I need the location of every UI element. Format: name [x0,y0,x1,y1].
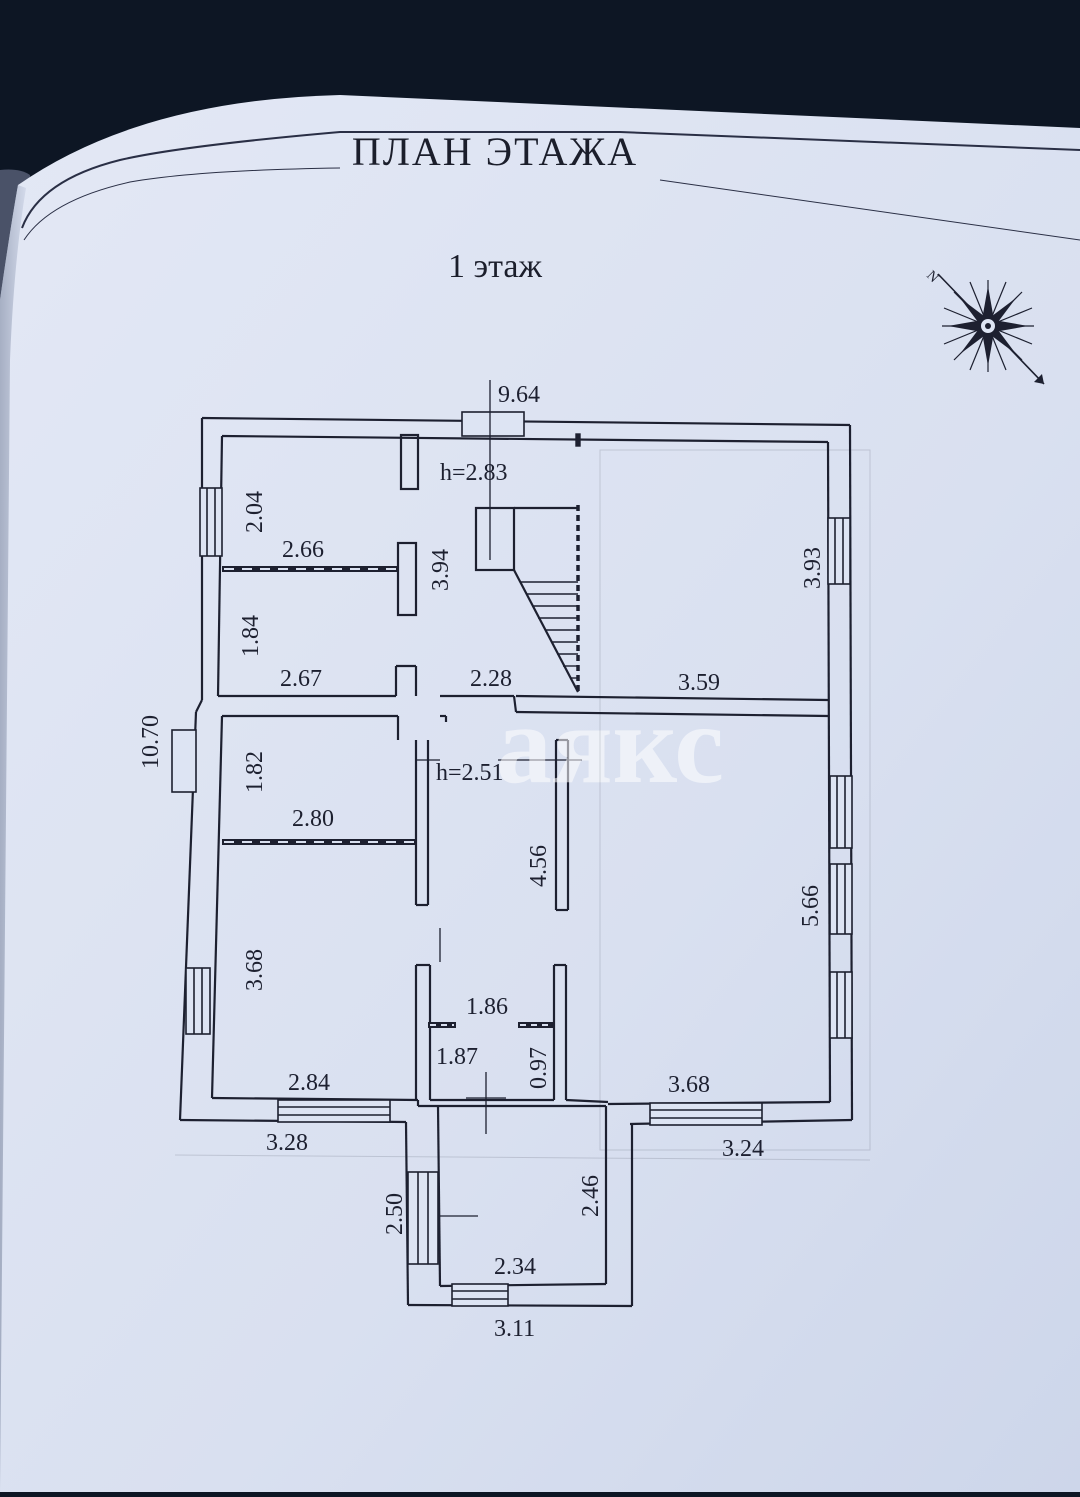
dim-2-50: 2.50 [382,1193,408,1235]
dim-ceiling-height-top: h=2.83 [440,460,508,486]
dim-ceiling-height-bottom: h=2.51 [436,760,504,786]
dim-3-11: 3.11 [494,1316,535,1342]
dim-2-34: 2.34 [494,1254,536,1280]
dim-3-68-right: 3.68 [668,1072,710,1098]
light-partitions [222,566,554,1028]
dim-2-67: 2.67 [280,666,322,692]
page-frame [21,131,1080,241]
dim-2-04: 2.04 [242,491,268,533]
dim-3-24: 3.24 [722,1136,764,1162]
dim-2-28: 2.28 [470,666,512,692]
dim-1-82: 1.82 [242,751,268,793]
show-through-print [174,449,871,1161]
dim-overall-length: 10.70 [138,715,164,769]
dimension-labels: 9.64 h=2.83 2.04 2.66 3.94 1.84 2.67 2.2… [138,382,826,1342]
dim-2-46: 2.46 [578,1175,604,1217]
dim-2-80: 2.80 [292,806,334,832]
dim-0-97: 0.97 [526,1047,552,1089]
page-edge-shadow [0,185,26,1492]
dim-2-66: 2.66 [282,537,324,563]
dim-2-84: 2.84 [288,1070,330,1096]
dim-1-87: 1.87 [436,1044,478,1070]
paper-page [0,95,1080,1492]
floor-label: 1 этаж [448,248,542,285]
dimension-lines [416,380,582,1217]
page-title: ПЛАН ЭТАЖА [351,129,639,174]
dim-3-93: 3.93 [800,547,826,589]
dim-3-28: 3.28 [266,1130,308,1156]
dim-4-56: 4.56 [526,845,552,887]
dim-5-66: 5.66 [798,885,824,927]
dim-overall-width: 9.64 [498,382,540,408]
dim-3-59: 3.59 [678,670,720,696]
windows [171,411,853,1307]
dim-1-84: 1.84 [238,615,264,657]
dim-3-94: 3.94 [428,549,454,591]
dim-3-68-left: 3.68 [242,949,268,991]
staircase [520,433,581,692]
watermark-logo: аякс [496,683,724,807]
dim-1-86: 1.86 [466,994,508,1020]
